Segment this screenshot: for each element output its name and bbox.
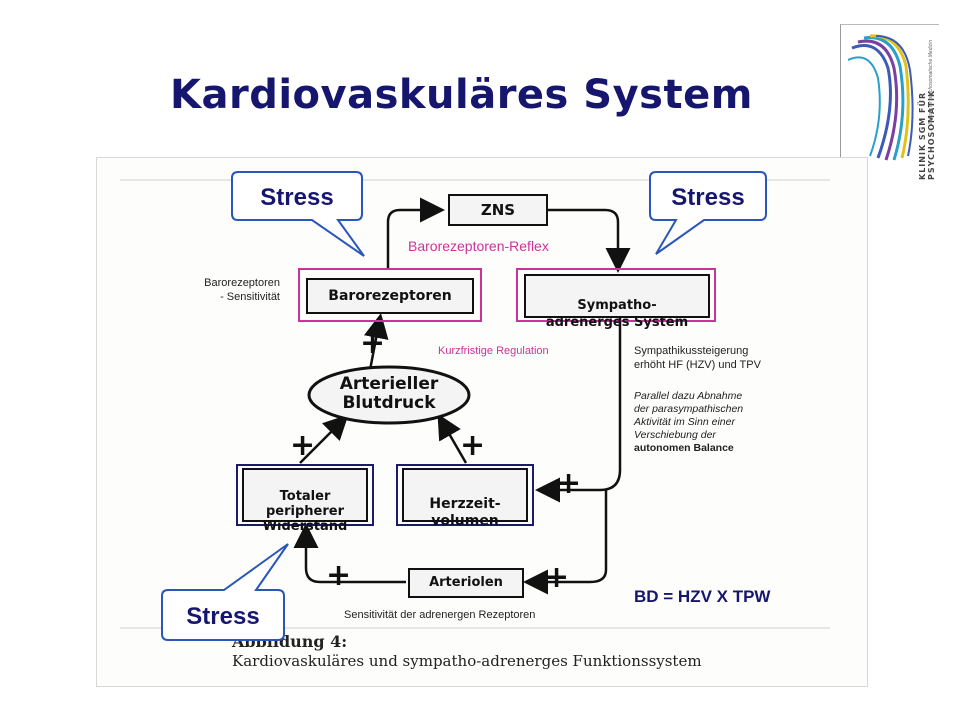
node-blutdruck-ellipse (307, 365, 471, 425)
parallel-note-bold: autonomen Balance (634, 442, 734, 454)
baro-outline (298, 268, 482, 322)
node-symp-label: Sympatho- adrenerges System (545, 298, 689, 330)
node-blutdruck-label: Arterieller Blutdruck (339, 374, 439, 413)
tpw-outline (236, 464, 374, 526)
stress-callout: Stress (231, 171, 365, 257)
node-zns-label: ZNS (480, 201, 516, 219)
logo-frame (840, 24, 939, 171)
node-tpw-label: Totaler peripherer Widerstand (262, 489, 348, 534)
node-baro-label: Barorezeptoren (328, 288, 452, 304)
parallel-note: Parallel dazu Abnahme der parasympathisc… (634, 390, 743, 455)
sympathicus-note: Sympathikussteigerung erhöht HF (HZV) un… (634, 345, 761, 371)
formula: BD = HZV X TPW (634, 587, 771, 606)
figure-caption-text: Kardiovaskuläres und sympatho-adrenerges… (232, 652, 702, 670)
node-hzv-label: Herzzeit- volumen (429, 496, 501, 529)
node-totaler-widerstand: Totaler peripherer Widerstand (242, 468, 368, 534)
logo-graphic (848, 34, 914, 161)
node-sympatho-adrenerg: Sympatho- adrenerges System (524, 274, 710, 330)
slide-title: Kardiovaskuläres System (170, 72, 753, 118)
plus-sign: + (290, 428, 316, 463)
plus-sign: + (460, 428, 486, 463)
node-arteriolen: Arteriolen (408, 568, 524, 598)
plus-sign: + (556, 466, 582, 501)
baro-sensitivity-label: Barorezeptoren - Sensitivität (204, 277, 280, 303)
hzv-outline (396, 464, 534, 526)
node-arteriolen-label: Arteriolen (429, 575, 503, 590)
node-barorezeptoren: Barorezeptoren (306, 278, 474, 314)
node-zns: ZNS (448, 194, 548, 226)
stress-label: Stress (260, 184, 333, 211)
stress-callout: Stress (649, 171, 767, 255)
plus-sign: + (544, 560, 570, 595)
stress-label: Stress (671, 184, 744, 211)
symp-outline (516, 268, 716, 322)
plus-sign: + (326, 558, 352, 593)
short-term-regulation-label: Kurzfristige Regulation (438, 345, 549, 357)
stress-callout: Stress (161, 543, 289, 641)
adrenergic-sensitivity-label: Sensitivität der adrenergen Rezeptoren (344, 609, 536, 621)
plus-sign: + (360, 326, 386, 361)
node-herzzeitvolumen: Herzzeit- volumen (402, 468, 528, 529)
reflex-label: Barorezeptoren-Reflex (408, 238, 549, 254)
stress-label: Stress (186, 603, 259, 630)
parallel-note-text: Parallel dazu Abnahme der parasympathisc… (634, 390, 744, 441)
